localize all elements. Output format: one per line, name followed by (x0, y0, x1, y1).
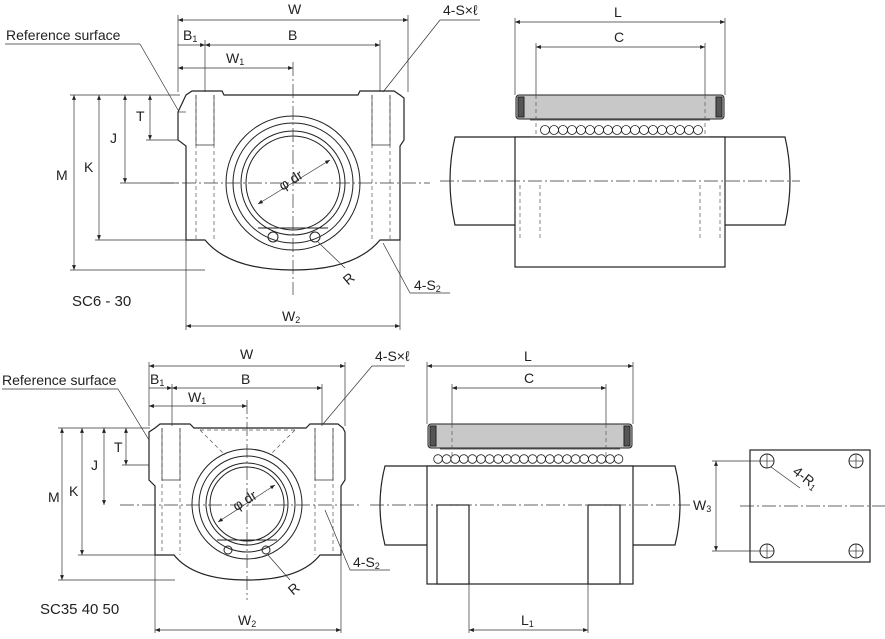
ball (639, 125, 649, 135)
dim-J: J (110, 130, 117, 146)
dim-W1-2: W1 (188, 389, 206, 406)
ball (502, 454, 512, 464)
mount-hole (759, 453, 775, 469)
ball (510, 454, 521, 464)
ball (648, 125, 658, 135)
dim-W: W (288, 1, 302, 17)
dim-C-2: C (524, 370, 534, 386)
ball (585, 125, 595, 135)
ball (579, 454, 589, 464)
ball (562, 454, 572, 464)
ball (684, 125, 694, 135)
dim-M-2: M (48, 489, 60, 505)
ball (433, 454, 443, 464)
ball (603, 125, 613, 135)
top-view-sc35-50 (712, 449, 885, 563)
dim-L: L (614, 4, 622, 20)
front-view-sc35-50 (120, 400, 360, 600)
dim-J-2: J (91, 457, 98, 473)
ball (441, 454, 452, 464)
front-view-sc35-50-dims (2, 362, 405, 633)
ball (612, 125, 622, 135)
ball (545, 454, 555, 464)
dim-L-2: L (524, 348, 532, 364)
ball (666, 125, 676, 135)
dim-W1: W1 (226, 50, 244, 67)
mount-hole (848, 453, 864, 469)
reference-surface-label-2: Reference surface (2, 372, 117, 388)
ball (467, 454, 478, 464)
ball (476, 454, 486, 464)
ball (450, 454, 460, 464)
ball (693, 125, 703, 135)
dim-C: C (614, 29, 624, 45)
ball (493, 454, 503, 464)
dim-B1-2: B1 (150, 371, 164, 388)
ball-row (540, 125, 703, 135)
model-label-sc6-30: SC6 - 30 (72, 293, 131, 310)
hole-spec-label: 4-S×ℓ (443, 2, 478, 18)
ball (605, 454, 615, 464)
dim-B: B (288, 27, 297, 43)
ball (613, 454, 624, 464)
ball (594, 125, 604, 135)
dim-R: R (340, 269, 358, 288)
ball (536, 454, 546, 464)
ball (540, 125, 550, 135)
mount-hole (848, 543, 864, 559)
ball (588, 454, 598, 464)
dim-W2-2: W2 (238, 612, 256, 629)
ball (630, 125, 640, 135)
dim-B1: B1 (183, 27, 197, 44)
dim-S2: 4-S2 (414, 277, 441, 294)
ball (527, 454, 538, 464)
side-view-bottom (370, 362, 690, 633)
dim-W-2: W (240, 346, 254, 362)
dim-K-2: K (69, 483, 79, 499)
ball (621, 125, 631, 135)
ball (519, 454, 529, 464)
ball (553, 454, 564, 464)
ball (596, 454, 607, 464)
ball (570, 454, 581, 464)
dim-S2-2: 4-S2 (353, 554, 380, 571)
dim-B-2: B (241, 371, 250, 387)
ball (484, 454, 495, 464)
hole-spec-label-2: 4-S×ℓ (375, 348, 410, 364)
ball (657, 125, 667, 135)
front-view-sc6-30-dims (5, 15, 480, 330)
ball (576, 125, 586, 135)
dim-T: T (136, 108, 145, 124)
front-view-sc6-30 (160, 62, 430, 295)
reference-surface-label: Reference surface (6, 27, 121, 43)
ball (567, 125, 577, 135)
ball (549, 125, 559, 135)
side-view-top (440, 18, 800, 268)
dim-T-2: T (114, 439, 123, 455)
dim-K: K (84, 159, 94, 175)
model-label-sc35-50: SC35 40 50 (40, 601, 119, 618)
dim-W2: W2 (282, 308, 300, 325)
mount-hole (759, 543, 775, 559)
dim-M: M (56, 167, 68, 183)
dim-L1: L1 (521, 612, 534, 629)
ball (558, 125, 568, 135)
dim-R-2: R (285, 579, 303, 598)
dim-W3: W3 (693, 497, 711, 514)
ball (675, 125, 685, 135)
ball (459, 454, 469, 464)
